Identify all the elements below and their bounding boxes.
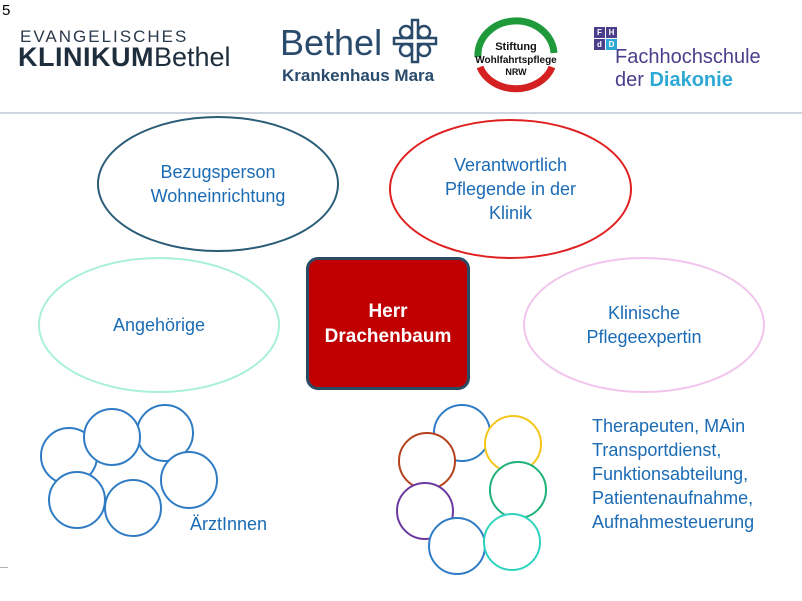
footer-tick	[0, 567, 8, 568]
node-label-line: Klinik	[488, 203, 532, 223]
node-label-line: Pflegende in der	[444, 179, 577, 199]
group-circle	[428, 517, 486, 575]
therapeuten-line: Aufnahmesteuerung	[592, 512, 755, 532]
stiftung-logo: Stiftung Wohlfahrtspflege NRW	[474, 17, 558, 93]
group-circle	[104, 479, 162, 537]
group-circle	[160, 451, 218, 509]
node-label-line: Klinische	[607, 303, 681, 323]
center-patient-box: Herr Drachenbaum	[306, 257, 470, 390]
node-label-line: Bezugsperson	[160, 162, 276, 182]
fh-line2-a: der	[615, 69, 644, 91]
stiftung-line2: Wohlfahrtspflege	[475, 55, 557, 66]
fh-line2: der Diakonie	[615, 69, 761, 92]
fh-badge-cell: D	[606, 39, 617, 50]
group-circle	[483, 513, 541, 571]
group-therapeuten-label: Therapeuten, MAin Transportdienst, Funkt…	[592, 414, 754, 534]
ekb-logo-bold: KLINIKUM	[18, 42, 154, 72]
group-circle	[489, 461, 547, 519]
node-label-line: Pflegeexpertin	[586, 327, 702, 347]
therapeuten-line: Transportdienst,	[592, 440, 722, 460]
therapeuten-line: Patientenaufnahme,	[592, 488, 754, 508]
group-circle	[48, 471, 106, 529]
ekb-logo-line1: EVANGELISCHES	[20, 27, 189, 46]
ekb-logo-rest: Bethel	[153, 42, 231, 72]
group-circle	[83, 408, 141, 466]
slide-number: 5	[2, 2, 11, 19]
stiftung-line3: NRW	[505, 67, 527, 77]
center-line2: Drachenbaum	[324, 325, 452, 347]
fh-logo-text: Fachhochschule der Diakonie	[615, 46, 761, 92]
fh-line1: Fachhochschule	[615, 46, 761, 68]
node-label-line: Angehörige	[112, 315, 206, 335]
bethel-cross-icon	[392, 18, 438, 64]
fh-badge-cell: d	[594, 39, 605, 50]
fh-badge-cell: H	[606, 27, 617, 38]
node-label-line: Verantwortlich	[453, 155, 568, 175]
therapeuten-line: Funktionsabteilung,	[592, 464, 749, 484]
ekb-logo-line2: KLINIKUMBethel	[18, 42, 231, 73]
fh-badge-cell: F	[594, 27, 605, 38]
therapeuten-line: Therapeuten, MAin	[592, 416, 746, 436]
bethel-logo-sub: Krankenhaus Mara	[282, 66, 435, 85]
node-label: Angehörige	[113, 313, 205, 337]
node-angehoerige: Angehörige	[38, 257, 280, 393]
group-circle	[396, 482, 454, 540]
header-divider	[0, 112, 802, 114]
center-line1: Herr	[368, 300, 408, 322]
fh-line2-b: Diakonie	[649, 69, 733, 91]
node-label-line: Wohneinrichtung	[150, 186, 286, 206]
stiftung-line1: Stiftung	[495, 41, 537, 53]
bethel-logo-word: Bethel	[280, 22, 383, 63]
group-aerzte-label: ÄrztInnen	[190, 514, 268, 534]
